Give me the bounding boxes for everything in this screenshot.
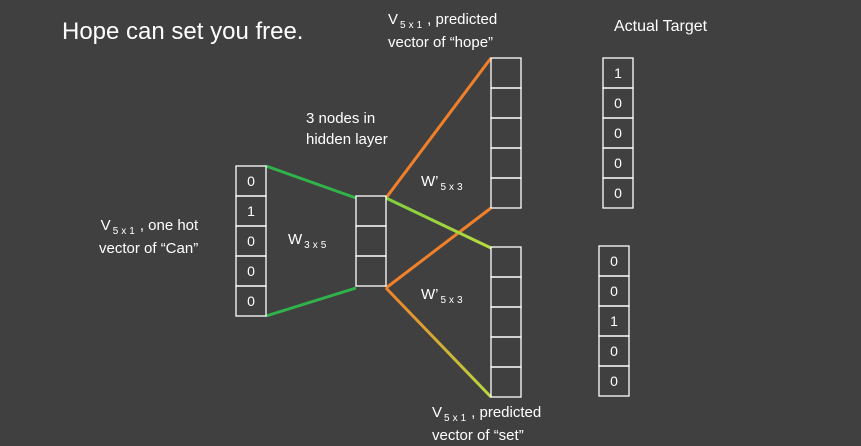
- pred-set-v: V: [432, 404, 443, 421]
- target-set-value: 1: [610, 313, 618, 329]
- pred-set-cell: [490, 306, 522, 338]
- target-hope-vector: 1 0 0 0 0: [602, 57, 634, 209]
- hidden-label-line1: 3 nodes in: [306, 110, 376, 127]
- actual-target-label: Actual Target: [614, 18, 708, 35]
- w-prime-top: W’: [421, 173, 439, 190]
- target-set-value: 0: [610, 343, 618, 359]
- edge-hidden-set-top: [385, 196, 492, 250]
- predicted-hope-vector: [490, 57, 522, 209]
- pred-hope-cell: [490, 57, 522, 89]
- pred-set-cell: [490, 276, 522, 308]
- edge-input-hidden-bottom: [265, 286, 357, 318]
- target-set-vector: 0 0 1 0 0: [598, 245, 630, 397]
- hidden-layer: [355, 195, 387, 287]
- input-vector-value: 0: [247, 173, 255, 189]
- predicted-set-vector: [490, 246, 522, 398]
- pred-hope-sub: 5x1: [400, 20, 426, 31]
- pred-set-rest: , predicted: [471, 404, 542, 421]
- pred-set-cell: [490, 246, 522, 278]
- page-title: Hope can set you free.: [62, 18, 304, 45]
- target-hope-value: 0: [614, 155, 622, 171]
- w-label: W: [288, 231, 303, 248]
- input-vector-value: 0: [247, 293, 255, 309]
- w-prime-bottom: W’: [421, 286, 439, 303]
- edge-input-hidden-top: [265, 164, 357, 200]
- pred-hope-line2: vector of “hope”: [388, 34, 494, 51]
- hidden-layer-label: 3 nodes in hidden layer: [306, 108, 388, 150]
- edge-hidden-hope-bottom: [385, 206, 492, 290]
- target-set-value: 0: [610, 283, 618, 299]
- target-hope-value: 1: [614, 65, 622, 81]
- input-vector-cell: [235, 285, 267, 317]
- edge-hidden-set-bottom: [384, 286, 493, 399]
- input-vector-value: 1: [247, 203, 255, 219]
- edge-hidden-hope-top: [384, 57, 493, 199]
- input-label-line2: vector of “Can”: [99, 240, 199, 257]
- pred-set-cell: [490, 336, 522, 368]
- pred-set-line2: vector of “set”: [432, 427, 524, 444]
- pred-hope-cell: [490, 177, 522, 209]
- w-prime-bottom-label: W’5x3: [421, 284, 468, 307]
- w-prime-bottom-sub: 5x3: [440, 295, 466, 306]
- connection-lines: [265, 57, 493, 399]
- w-prime-top-sub: 5x3: [440, 182, 466, 193]
- target-set-value: 0: [610, 373, 618, 389]
- input-vector: 0 1 0 0 0: [235, 165, 267, 317]
- target-hope-value: 0: [614, 95, 622, 111]
- pred-set-cell: [490, 366, 522, 398]
- input-vector-value: 0: [247, 263, 255, 279]
- pred-hope-cell: [490, 117, 522, 149]
- target-hope-value: 0: [614, 125, 622, 141]
- target-hope-value: 0: [614, 185, 622, 201]
- hidden-label-line2: hidden layer: [306, 131, 388, 148]
- input-label-sub: 5x1: [112, 226, 138, 237]
- hidden-node-cell: [355, 225, 387, 257]
- w-label-sub: 3x5: [304, 240, 330, 251]
- pred-hope-v: V: [388, 11, 399, 28]
- target-set-value: 0: [610, 253, 618, 269]
- pred-set-sub: 5x1: [444, 413, 470, 424]
- w-prime-top-label: W’5x3: [421, 171, 468, 194]
- pred-hope-cell: [490, 87, 522, 119]
- target-hope-cell: [602, 177, 634, 209]
- hidden-node-cell: [355, 255, 387, 287]
- pred-hope-rest: , predicted: [427, 11, 498, 28]
- input-label-v: V: [100, 217, 111, 234]
- hidden-node-cell: [355, 195, 387, 227]
- input-vector-value: 0: [247, 233, 255, 249]
- input-label-rest: , one hot: [139, 217, 199, 234]
- pred-hope-cell: [490, 147, 522, 179]
- target-set-cell: [598, 365, 630, 397]
